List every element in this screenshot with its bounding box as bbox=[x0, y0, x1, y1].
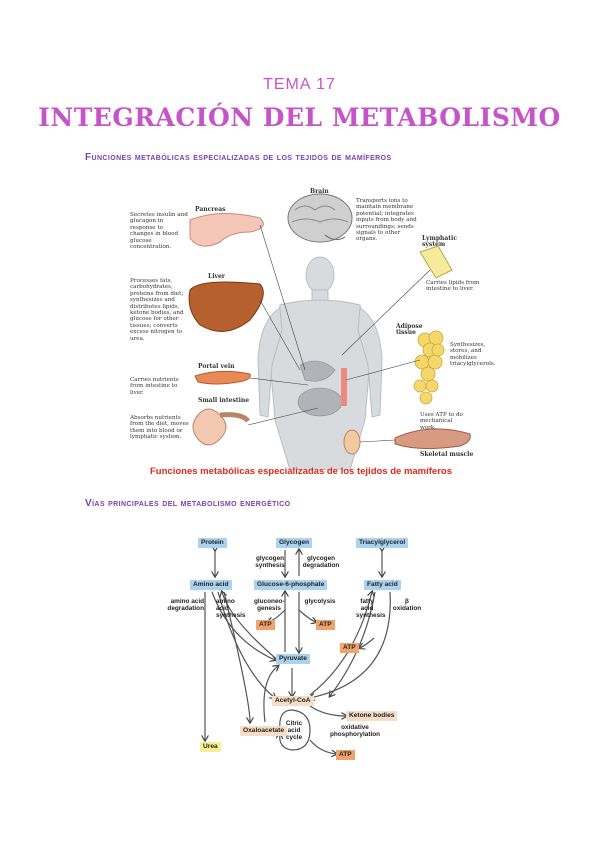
pyruvate-node: Pyruvate bbox=[276, 654, 310, 664]
tissues-figure: Pancreas Secretes insulin and glucagon i… bbox=[120, 180, 496, 471]
brain-icon bbox=[287, 193, 353, 243]
ketone-bodies-node: Ketone bodies bbox=[346, 711, 398, 721]
atp-badge-oxphos: ATP bbox=[336, 750, 355, 760]
aa-degradation-label: amino acid degradation bbox=[167, 598, 204, 612]
atp-badge-right: ATP bbox=[316, 620, 335, 630]
beta-oxidation-label: β oxidation bbox=[392, 598, 422, 612]
lymphatic-text: Carries lipids from intestine to liver. bbox=[426, 280, 480, 293]
pancreas-text: Secretes insulin and glucagon in respons… bbox=[130, 212, 188, 251]
tissues-illustration bbox=[188, 193, 471, 471]
adipose-text: Synthesizes, stores, and mobilizes triac… bbox=[450, 342, 496, 368]
small-intestine-text: Absorbs nutrients from the diet, moves t… bbox=[130, 415, 189, 441]
pancreas-icon bbox=[189, 212, 264, 247]
pathways-arrows bbox=[160, 530, 391, 765]
protein-node: Protein bbox=[198, 538, 227, 548]
glycogen-synthesis-label: glycogen synthesis bbox=[255, 555, 285, 569]
liver-icon bbox=[188, 281, 264, 332]
portal-vein-icon bbox=[194, 370, 251, 385]
muscle-label: Skeletal muscle bbox=[420, 451, 474, 458]
gluconeogenesis-label: gluconeo- genesis bbox=[254, 598, 285, 612]
section-heading-pathways: Vías principales del metabolismo energét… bbox=[85, 498, 291, 509]
section-heading-tissues: Funciones metabólicas especializadas de … bbox=[85, 152, 392, 163]
portal-vein-text: Carries nutrients from intestine to live… bbox=[130, 377, 179, 396]
oxidative-phosphorylation-label: oxidative phosphorylation bbox=[329, 724, 381, 738]
g6p-node: Glucose-6-phosphate bbox=[254, 580, 328, 590]
brain-label: Brain bbox=[310, 188, 329, 195]
amino-acid-node: Amino acid bbox=[190, 580, 232, 590]
glycogen-degradation-label: glycogen degradation bbox=[302, 555, 340, 569]
adipose-label: Adipose tissue bbox=[396, 323, 423, 336]
lymphatic-icon bbox=[419, 245, 453, 279]
small-intestine-icon bbox=[192, 408, 250, 446]
oxaloacetate-node: Oxaloacetate bbox=[240, 726, 288, 736]
atp-badge-left: ATP bbox=[256, 620, 275, 630]
portal-vein-label: Portal vein bbox=[198, 363, 235, 370]
triacylglycerol-node: Triacylglycerol bbox=[356, 538, 409, 548]
tema-label: TEMA 17 bbox=[263, 76, 336, 93]
pathways-figure: Protein Glycogen Triacylglycerol Amino a… bbox=[160, 530, 440, 765]
skeletal-muscle-icon bbox=[394, 428, 471, 450]
liver-text: Processes fats, carbohydrates, proteins … bbox=[130, 278, 184, 342]
liver-label: Liver bbox=[208, 273, 225, 280]
glycogen-node: Glycogen bbox=[276, 538, 313, 548]
acetyl-coa-node: Acetyl-CoA bbox=[272, 696, 314, 706]
adipose-icon bbox=[413, 330, 445, 405]
aa-synthesis-label: amino acid synthesis bbox=[216, 598, 246, 619]
citric-acid-cycle-label: Citric acid cycle bbox=[285, 720, 303, 741]
small-intestine-label: Small intestine bbox=[198, 397, 250, 404]
lymphatic-label: Lymphatic system bbox=[422, 235, 457, 248]
fa-synthesis-label: fatty acid synthesis bbox=[356, 598, 386, 619]
fatty-acid-node: Fatty acid bbox=[364, 580, 401, 590]
atp-badge-fatty: ATP bbox=[340, 643, 359, 653]
page-title: INTEGRACIÓN DEL METABOLISMO bbox=[38, 103, 561, 132]
figure-caption: Funciones metabólicas especializadas de … bbox=[150, 466, 452, 477]
glycolysis-label: glycolysis bbox=[304, 598, 336, 605]
urea-node: Urea bbox=[200, 742, 221, 752]
muscle-text: Uses ATP to do mechanical work. bbox=[420, 412, 463, 431]
pancreas-label: Pancreas bbox=[195, 206, 226, 213]
brain-text: Transports ions to maintain membrane pot… bbox=[356, 198, 417, 243]
